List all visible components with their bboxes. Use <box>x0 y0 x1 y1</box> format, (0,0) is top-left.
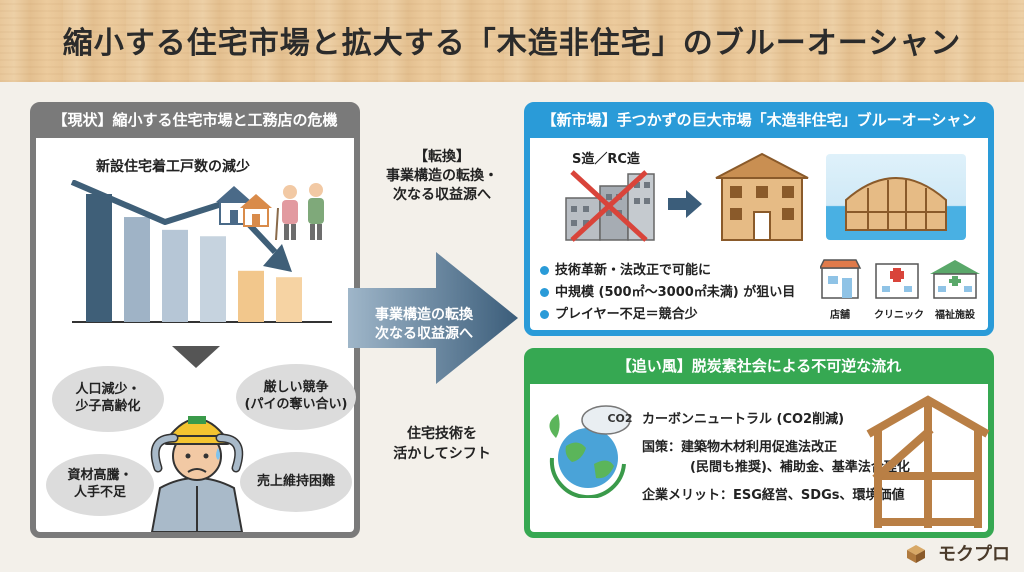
chart-bar-3 <box>162 229 188 322</box>
carbon-neutral-line: カーボンニュートラル (CO2削減) <box>642 412 845 427</box>
title-banner <box>0 0 1024 82</box>
bubble-materials: 資材高騰・ 人手不足 <box>46 454 154 516</box>
new-market-title: 【新市場】手つかずの巨大市場「木造非住宅」ブルーオーシャン <box>530 108 988 138</box>
decline-arrow-head <box>263 244 292 272</box>
co2-cloud <box>581 405 631 435</box>
chart-title: 新設住宅着工戸数の減少 <box>96 159 250 175</box>
facility-label-store: 店舗 <box>830 310 850 321</box>
bullet-medium-scale: 中規模 (500㎡～3000㎡未満) が狙い目 <box>540 281 795 300</box>
right-arrow-icon <box>668 190 702 218</box>
shift-label: 住宅技術を 活かしてシフト <box>393 426 491 463</box>
wooden-hall-icon <box>845 177 947 231</box>
store-icon <box>820 259 862 299</box>
housing-starts-chart <box>70 180 332 323</box>
tailwind-title: 【追い風】脱炭素社会による不可逆な流れ <box>530 354 988 384</box>
bubble-competition: 厳しい競争 (パイの奪い合い) <box>236 364 356 430</box>
chart-bar-2 <box>124 217 150 322</box>
down-triangle-icon <box>172 346 220 368</box>
arrow-label: 事業構造の転換 次なる収益源へ <box>375 307 473 342</box>
brand-name: モクプロ <box>938 544 1010 565</box>
chart-bar-1 <box>86 194 112 322</box>
policy-line: 国策：建築物木材利用促進法改正 <box>642 440 838 455</box>
rc-building-crossed-icon <box>565 170 655 242</box>
worried-worker-icon <box>150 416 244 532</box>
transition-arrow <box>348 252 518 384</box>
bullet-few-players: プレイヤー不足＝競合少 <box>540 303 698 322</box>
brand-logo-icon <box>907 545 925 563</box>
bubble-population: 人口減少・ 少子高齢化 <box>52 366 164 432</box>
co2-label: CO2 <box>607 412 633 425</box>
page-title: 縮小する住宅市場と拡大する「木造非住宅」のブルーオーシャン <box>62 26 962 61</box>
wooden-building-icon <box>715 152 809 241</box>
transition-label: 【転換】 事業構造の転換・ 次なる収益源へ <box>386 149 498 203</box>
bullet-tech: 技術革新・法改正で可能に <box>540 259 711 278</box>
houses-elderly-icon <box>216 183 324 241</box>
welfare-facility-icon <box>930 260 980 299</box>
facility-label-welfare: 福祉施設 <box>935 310 975 321</box>
bubble-sales: 売上維持困難 <box>240 452 352 512</box>
chart-bar-6 <box>276 277 302 322</box>
clinic-icon <box>875 263 919 299</box>
rc-label: S造／RC造 <box>572 152 640 167</box>
chart-bar-5 <box>238 270 264 322</box>
timber-frame-icon <box>866 395 990 528</box>
policy-line-2: (民間も推奨)、補助金、基準法合理化 <box>690 460 910 475</box>
earth-co2-icon <box>549 405 631 498</box>
facility-label-clinic: クリニック <box>874 310 924 321</box>
corporate-merit-line: 企業メリット：ESG経営、SDGs、環境価値 <box>642 488 905 503</box>
facility-icons <box>820 259 980 299</box>
chart-bar-4 <box>200 236 226 322</box>
current-status-title: 【現状】縮小する住宅市場と工務店の危機 <box>36 108 354 138</box>
